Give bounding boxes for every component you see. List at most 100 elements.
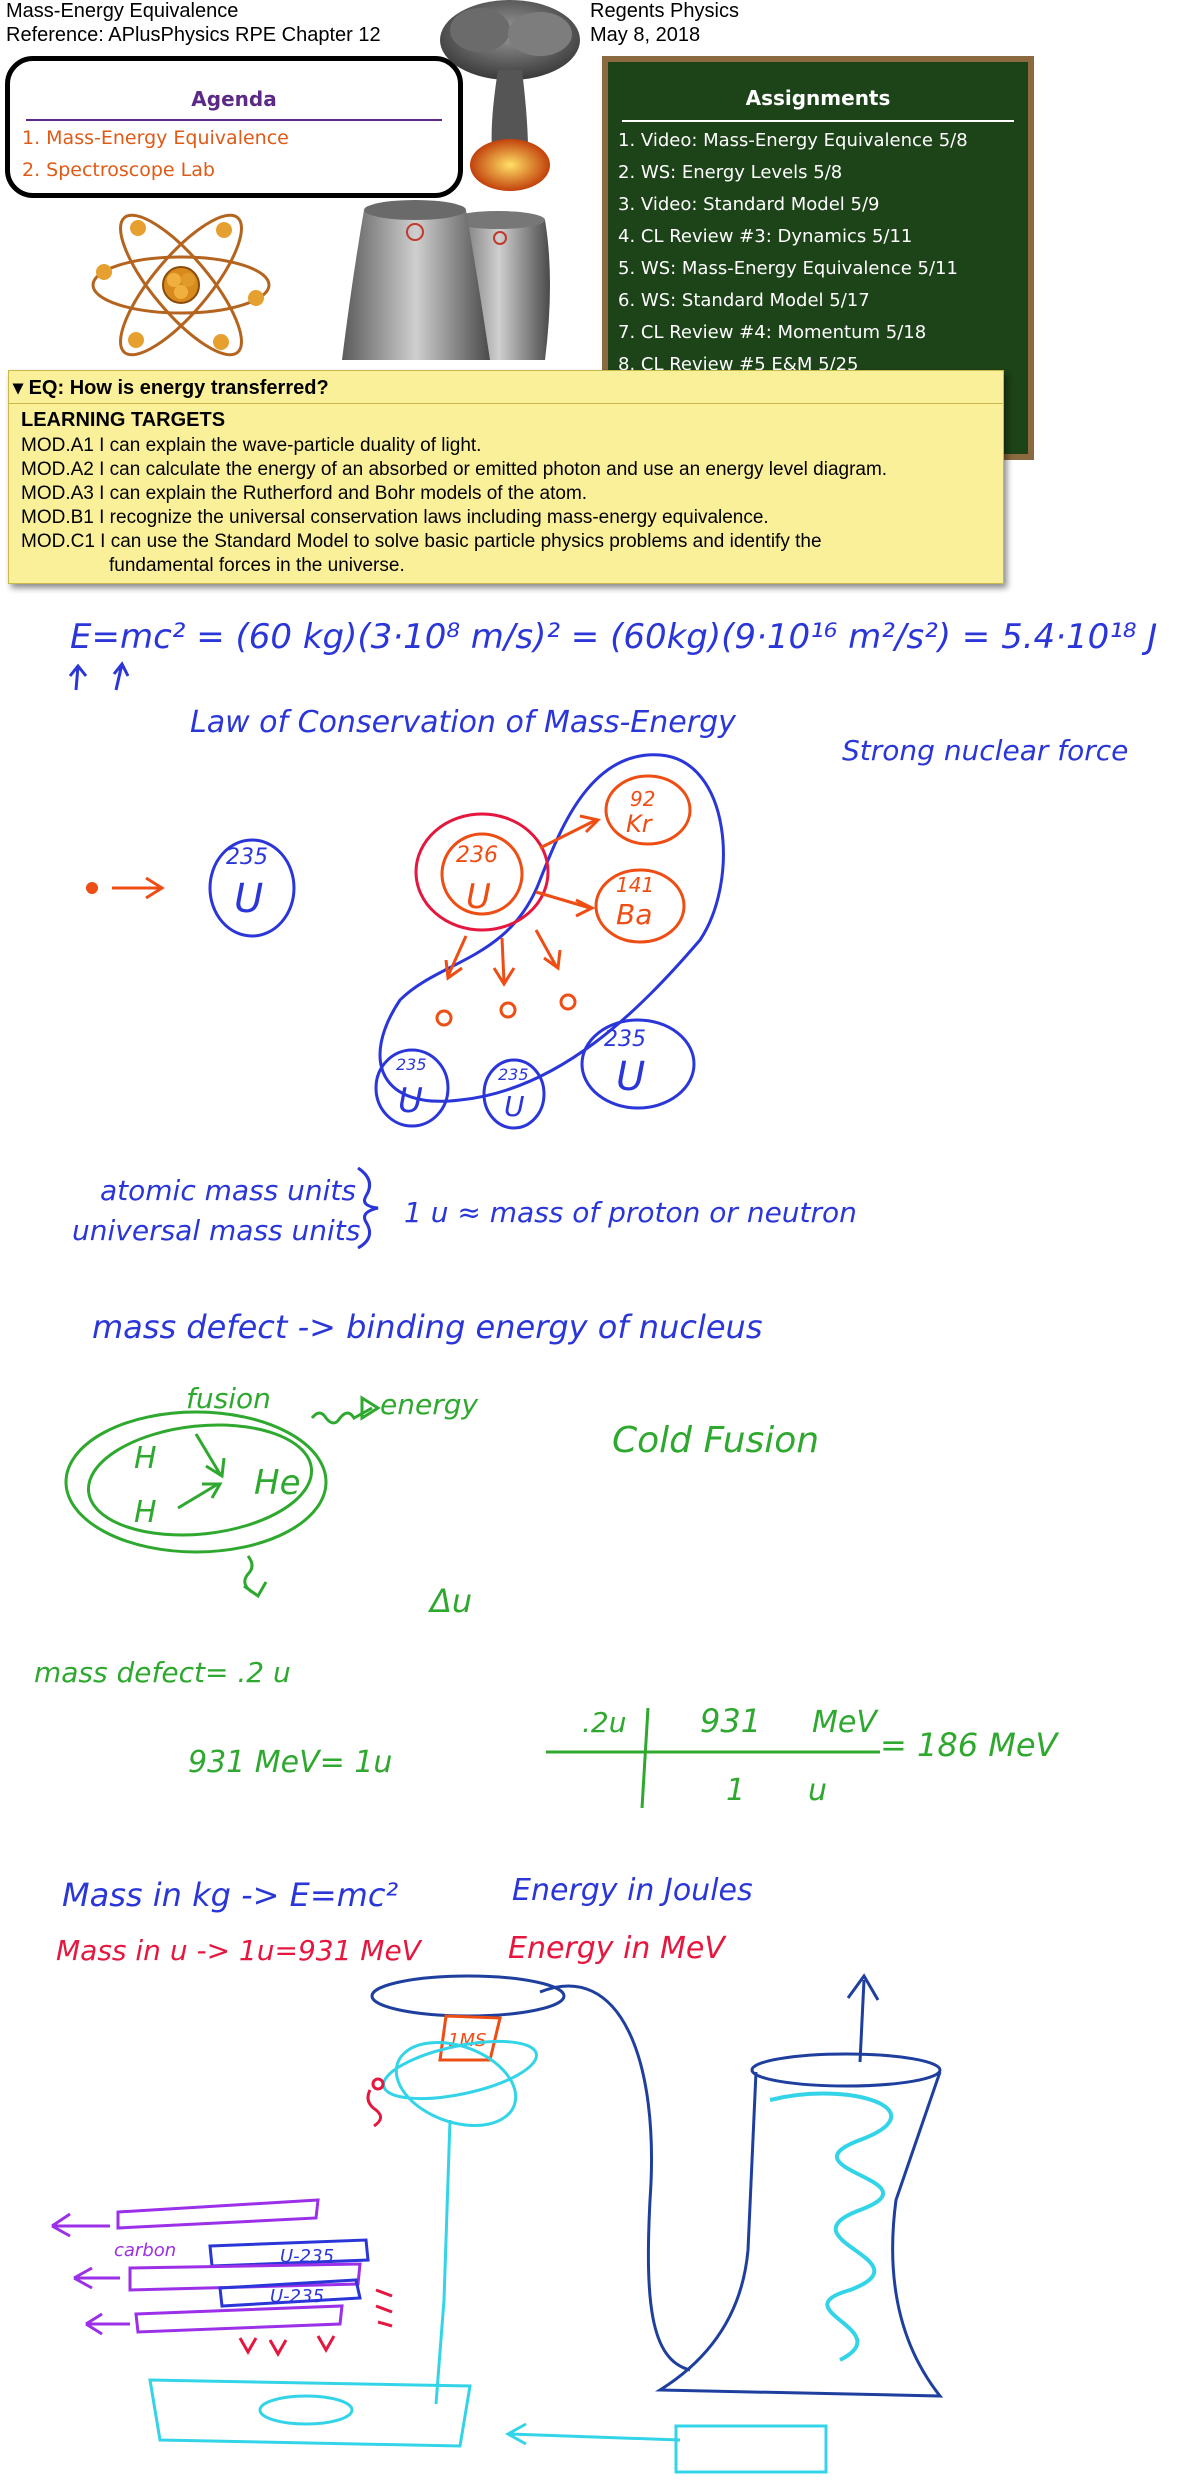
lesson-date: May 8, 2018 (590, 24, 701, 46)
arrow-icon (112, 876, 165, 900)
reference-line: Reference: APlusPhysics RPE Chapter 12 (6, 24, 381, 46)
assignment-item[interactable]: 7. CL Review #4: Momentum 5/18 (618, 322, 927, 343)
delta-u-label: Δu (427, 1582, 472, 1620)
fusion-outer-ring (64, 1410, 328, 1554)
fusion-inner-ring (86, 1423, 314, 1537)
u235-nucleus (482, 1058, 546, 1130)
universal-mass-units: universal mass units (72, 1214, 360, 1247)
conversion-result: = 186 MeV (880, 1726, 1060, 1764)
uranium-rod (208, 2238, 370, 2268)
u-to-mev-line: Mass in u -> 1u=931 MeV (56, 1934, 423, 1967)
neutron-dot (86, 882, 98, 894)
u235-mass: 235 (226, 845, 268, 870)
learning-target: MOD.C1 I can use the Standard Model to s… (21, 531, 822, 552)
carbon-rod (73, 2262, 362, 2292)
eq-title[interactable]: ▾ EQ: How is energy transferred? (13, 377, 329, 399)
assignment-item[interactable]: 3. Video: Standard Model 5/9 (618, 194, 880, 215)
arrow-icon (177, 1433, 226, 1510)
u-definition: 1 u ≈ mass of proton or neutron (404, 1196, 857, 1229)
krypton-symbol: Kr (626, 810, 654, 838)
agenda-item[interactable]: 1. Mass-Energy Equivalence (22, 127, 289, 149)
carbon-rod (85, 2304, 344, 2336)
assignment-item[interactable]: 1. Video: Mass-Energy Equivalence 5/8 (618, 130, 968, 151)
pool-loop (258, 2394, 354, 2426)
arrow-icon (539, 814, 601, 850)
neutron (499, 1001, 517, 1019)
arrow-icon (492, 937, 516, 987)
uranium-rod (218, 2278, 362, 2308)
agenda-title: Agenda (26, 87, 442, 121)
uranium-rod-label: U-235 (270, 2286, 324, 2307)
conversion-denominator: 1 (726, 1773, 745, 1808)
brace-icon (357, 1166, 379, 1250)
assignment-item[interactable]: 4. CL Review #3: Dynamics 5/11 (618, 226, 913, 247)
assignment-item[interactable]: 6. WS: Standard Model 5/17 (618, 290, 870, 311)
assignments-title: Assignments (622, 86, 1014, 122)
u235-symbol: U (504, 1090, 525, 1123)
u235-nucleus (374, 1048, 450, 1128)
conversion-931: 931 (700, 1702, 761, 1740)
essential-question-note: ▾ EQ: How is energy transferred? LEARNIN… (8, 370, 1004, 584)
reactor-lid (370, 1974, 566, 2018)
return-arrow-icon (504, 2422, 681, 2446)
u235-nucleus (208, 838, 296, 938)
coolant-pipe (434, 2119, 452, 2405)
fusion-label: fusion (186, 1382, 271, 1415)
mushroom-cloud-image (440, 0, 580, 191)
energy-in-mev: Energy in MeV (508, 1931, 727, 1966)
arrow-icon (444, 935, 468, 981)
carbon-rod (51, 2198, 320, 2238)
condenser-box (674, 2424, 828, 2474)
arrow-icon (112, 661, 130, 691)
conversion-numerator: .2u (582, 1706, 626, 1739)
learning-target: MOD.A2 I can calculate the energy of an … (21, 459, 888, 480)
hydrogen-label: H (134, 1495, 157, 1530)
learning-target: MOD.A1 I can explain the wave-particle d… (21, 435, 482, 456)
atomic-mass-units: atomic mass units (100, 1174, 356, 1207)
strong-nuclear-force-note: Strong nuclear force (842, 734, 1128, 767)
squiggle-arrow-icon (243, 1555, 268, 1599)
conservation-law-heading: Law of Conservation of Mass-Energy (190, 705, 737, 740)
u236-mass: 236 (456, 843, 498, 868)
assignment-item[interactable]: 2. WS: Energy Levels 5/8 (618, 162, 843, 183)
assignment-item[interactable]: 8. CL Review #5 E&M 5/25 (618, 354, 859, 375)
barium-mass: 141 (616, 873, 654, 897)
helium-label: He (254, 1463, 300, 1503)
neutron (435, 1009, 453, 1027)
agenda-panel: Agenda 1. Mass-Energy Equivalence 2. Spe… (5, 56, 463, 198)
arrow-icon (535, 890, 596, 918)
coolant-loop (394, 2040, 518, 2128)
assignment-item[interactable]: 5. WS: Mass-Energy Equivalence 5/11 (618, 258, 958, 279)
atom-image (91, 213, 271, 357)
carbon-label: carbon (114, 2240, 176, 2261)
u235-symbol: U (398, 1081, 423, 1121)
cold-fusion-note: Cold Fusion (612, 1420, 819, 1461)
steam-up-arrow-icon (846, 1973, 880, 2063)
u235-nucleus (580, 1018, 696, 1110)
learning-targets-title: LEARNING TARGETS (21, 409, 226, 431)
u235-mass: 235 (604, 1027, 646, 1052)
energy-in-joules: Energy in Joules (512, 1873, 753, 1908)
mass-defect-value: mass defect= .2 u (34, 1656, 291, 1689)
learning-target: MOD.A3 I can explain the Rutherford and … (21, 483, 588, 504)
agenda-item[interactable]: 2. Spectroscope Lab (22, 159, 215, 181)
fission-boundary (378, 753, 725, 1103)
energy-label: energy (380, 1388, 478, 1421)
u235-symbol: U (616, 1054, 645, 1100)
barium-nucleus (594, 868, 686, 944)
neutron (371, 2077, 385, 2091)
conversion-mev: MeV (812, 1705, 879, 1740)
steam-pipe (539, 1984, 691, 2372)
arrow-icon (534, 929, 562, 971)
u235-symbol: U (234, 876, 263, 922)
arrow-icon (68, 663, 88, 691)
neutron-arrows (238, 2288, 393, 2358)
uranium-rod-label: U-235 (280, 2246, 334, 2267)
barium-symbol: Ba (616, 898, 652, 931)
neutron-path (366, 2089, 382, 2128)
tower-top (750, 2052, 942, 2088)
learning-target-continuation: fundamental forces in the universe. (109, 555, 405, 576)
u235-mass: 235 (498, 1065, 529, 1084)
cooling-towers-image (342, 200, 550, 360)
learning-target: MOD.B1 I recognize the universal conserv… (21, 507, 769, 528)
